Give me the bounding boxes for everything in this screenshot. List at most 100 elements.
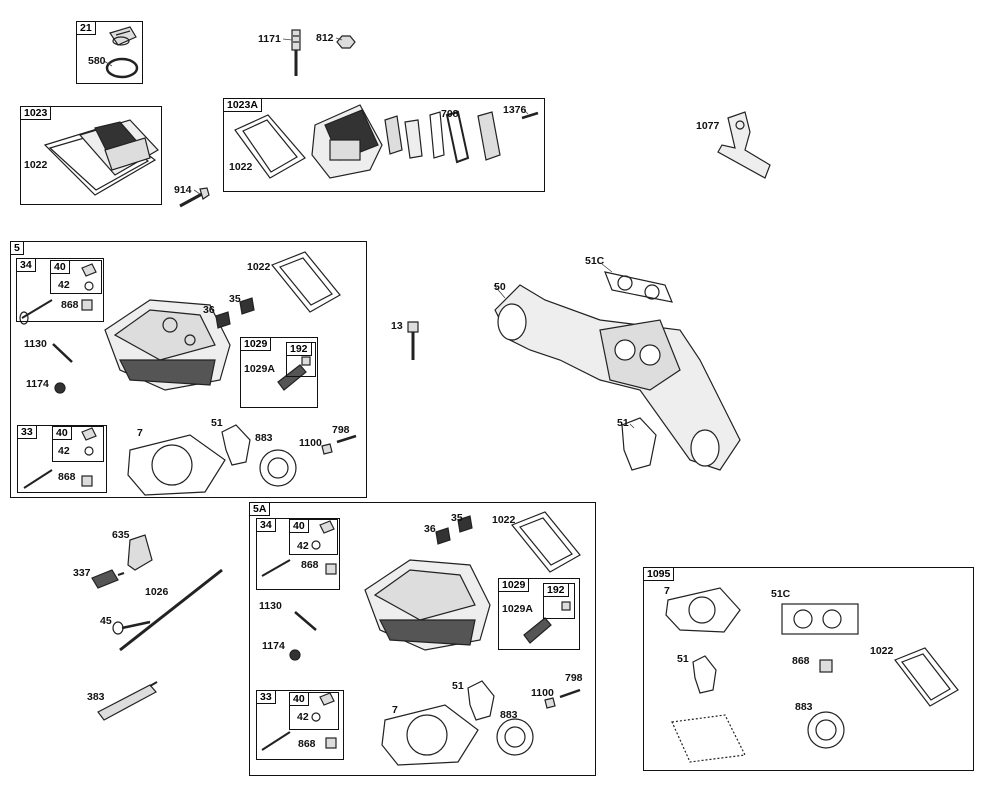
box-192-tag: 192 <box>286 342 312 356</box>
oil-fill-cap <box>109 26 137 46</box>
callout-708: 708 <box>441 108 459 120</box>
gasket-manifold <box>671 714 746 763</box>
rocker-1029a-b <box>523 617 552 644</box>
bolt-914 <box>179 187 210 208</box>
gasket-51c-b <box>781 603 859 635</box>
retainer-42b <box>84 446 94 456</box>
callout-1022-e: 1022 <box>870 645 894 657</box>
box-192a: 192 <box>543 583 575 619</box>
callout-1174: 1174 <box>26 378 49 390</box>
nut-812 <box>336 35 356 49</box>
box-33a-tag: 33 <box>256 690 276 704</box>
rocker-1029a <box>277 364 307 391</box>
callout-36-b: 36 <box>424 523 436 535</box>
valve-33b <box>261 731 291 751</box>
gasket-51 <box>221 424 251 466</box>
box-5-tag: 5 <box>10 241 24 255</box>
callout-7-c: 7 <box>664 585 670 597</box>
gasket-1022-a <box>234 114 306 179</box>
breather-part-2 <box>404 119 423 159</box>
callout-51-d: 51 <box>677 653 689 665</box>
gasket-1022-5 <box>271 251 341 313</box>
callout-35-b: 35 <box>451 512 463 524</box>
box-40d-tag: 40 <box>289 692 309 706</box>
box-40c-tag: 40 <box>289 519 309 533</box>
spring-35b <box>457 515 473 533</box>
part-635 <box>127 534 153 571</box>
dipstick-tube-1026 <box>119 568 223 652</box>
gasket-51-d <box>692 655 717 694</box>
valve-cover-1023 <box>43 119 159 196</box>
callout-868-a: 868 <box>61 299 79 311</box>
box-34a-tag: 34 <box>256 518 276 532</box>
screw-798 <box>336 434 357 444</box>
box-192: 192 <box>286 342 316 377</box>
o-ring-580 <box>105 57 139 79</box>
spring-36b <box>435 527 451 545</box>
box-21: 21 <box>76 21 143 84</box>
gasket-51c <box>604 271 673 303</box>
callout-1130: 1130 <box>24 338 47 350</box>
callout-51c-b: 51C <box>771 588 791 600</box>
bolt-13 <box>407 321 419 360</box>
part-1100 <box>321 443 333 455</box>
keeper-40c <box>319 520 335 534</box>
spring-36 <box>215 311 231 329</box>
seal-868c <box>325 563 337 575</box>
box-1029: 1029 <box>240 337 318 408</box>
part-1171 <box>291 29 301 76</box>
seal-868b <box>81 475 93 487</box>
tool-383 <box>97 681 158 721</box>
gasket-883b <box>496 718 534 756</box>
box-1029a-tag: 1029 <box>498 578 530 592</box>
callout-1029a-b: 1029A <box>502 603 533 615</box>
nut-192b <box>561 601 571 611</box>
box-1023a-tag: 1023A <box>223 98 262 112</box>
callout-868-e: 868 <box>792 655 810 667</box>
callout-51-b: 51 <box>617 417 629 429</box>
nut-192 <box>301 356 311 366</box>
cylinder-head-5 <box>104 299 231 391</box>
callout-635: 635 <box>112 529 130 541</box>
callout-42-d: 42 <box>297 711 309 723</box>
callout-868-c: 868 <box>301 559 319 571</box>
callout-1100: 1100 <box>299 437 322 449</box>
callout-883-c: 883 <box>795 701 813 713</box>
intake-manifold-50 <box>494 284 741 471</box>
box-1023a: 1023A <box>223 98 545 192</box>
bracket-1077 <box>717 111 771 179</box>
callout-51: 51 <box>211 417 223 429</box>
spring-35 <box>239 297 255 315</box>
gasket-883c <box>807 711 845 749</box>
callout-51c: 51C <box>585 255 605 267</box>
callout-1174-b: 1174 <box>262 640 285 652</box>
gasket-51-c <box>467 680 495 721</box>
callout-798-b: 798 <box>565 672 583 684</box>
callout-1022-c: 1022 <box>247 261 271 273</box>
valve-cover-1023a <box>311 104 383 179</box>
callout-812: 812 <box>316 32 334 44</box>
box-34a: 34 <box>256 518 340 590</box>
seal-1174b <box>289 649 301 661</box>
callout-383: 383 <box>87 691 105 703</box>
keeper-40 <box>81 263 97 277</box>
valve-34b <box>261 559 291 577</box>
pushrod-1130 <box>52 343 73 363</box>
box-5a: 5A <box>249 502 596 776</box>
box-1029a: 1029 <box>498 578 580 650</box>
keeper-40b <box>81 427 97 441</box>
seal-868d <box>325 737 337 749</box>
breather-part-1 <box>384 115 403 155</box>
box-40b: 40 <box>52 426 104 462</box>
callout-1026: 1026 <box>145 586 169 598</box>
callout-1077: 1077 <box>696 120 720 132</box>
box-33a: 33 <box>256 690 344 760</box>
retainer-42 <box>84 281 94 291</box>
callout-35: 35 <box>229 293 241 305</box>
callout-51-c: 51 <box>452 680 464 692</box>
head-gasket-7c <box>665 587 741 633</box>
head-gasket-7b <box>381 704 479 766</box>
valve-33 <box>23 469 53 489</box>
callout-1100-b: 1100 <box>531 687 554 699</box>
